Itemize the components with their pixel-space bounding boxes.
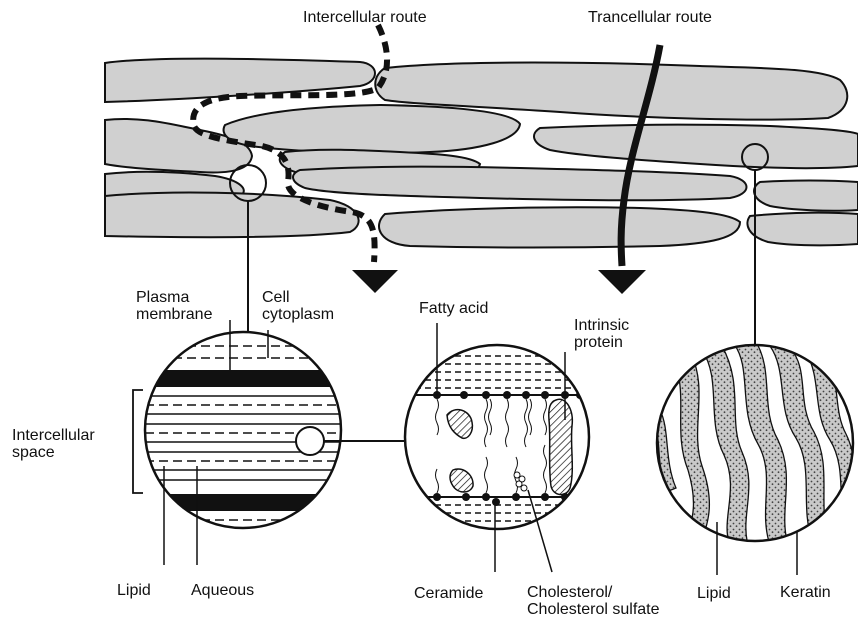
right-detail-circle (652, 342, 856, 545)
intercellular-route-arrowhead (352, 270, 398, 293)
cell-cytoplasm-label-1: Cell (262, 289, 290, 306)
intercellular-route-label: Intercellular route (303, 9, 427, 26)
intrinsic-protein-label-1: Intrinsic (574, 317, 629, 334)
corneocyte (379, 207, 740, 247)
left-detail-circle (145, 332, 406, 532)
transcellular-route-label: Trancellular route (588, 9, 712, 26)
corneocyte (754, 181, 858, 211)
keratin-label: Keratin (780, 584, 831, 601)
corneocyte (293, 167, 746, 201)
aqueous-label: Aqueous (191, 582, 254, 599)
fatty-acid-label: Fatty acid (419, 300, 488, 317)
cholesterol-label-1: Cholesterol/ (527, 584, 613, 601)
intrinsic-protein-label-2: protein (574, 334, 623, 351)
magnifier-left-inner (296, 427, 324, 455)
middle-detail-circle (405, 345, 589, 529)
left-lipid-label: Lipid (117, 582, 151, 599)
stratum-corneum (105, 59, 858, 248)
corneocyte (105, 193, 359, 238)
transcellular-route-arrowhead (598, 270, 646, 294)
plasma-membrane-label-1: Plasma (136, 289, 189, 306)
intercellular-space-bracket (133, 390, 143, 493)
ceramide-label: Ceramide (414, 585, 483, 602)
intercellular-space-label-2: space (12, 444, 55, 461)
corneocyte (534, 125, 858, 168)
cell-cytoplasm-label-2: cytoplasm (262, 306, 334, 323)
right-lipid-label: Lipid (697, 585, 731, 602)
intercellular-space-label-1: Intercellular (12, 427, 95, 444)
plasma-membrane-label-2: membrane (136, 306, 213, 323)
corneocyte (747, 213, 858, 246)
cholesterol-label-2: Cholesterol sulfate (527, 601, 660, 618)
